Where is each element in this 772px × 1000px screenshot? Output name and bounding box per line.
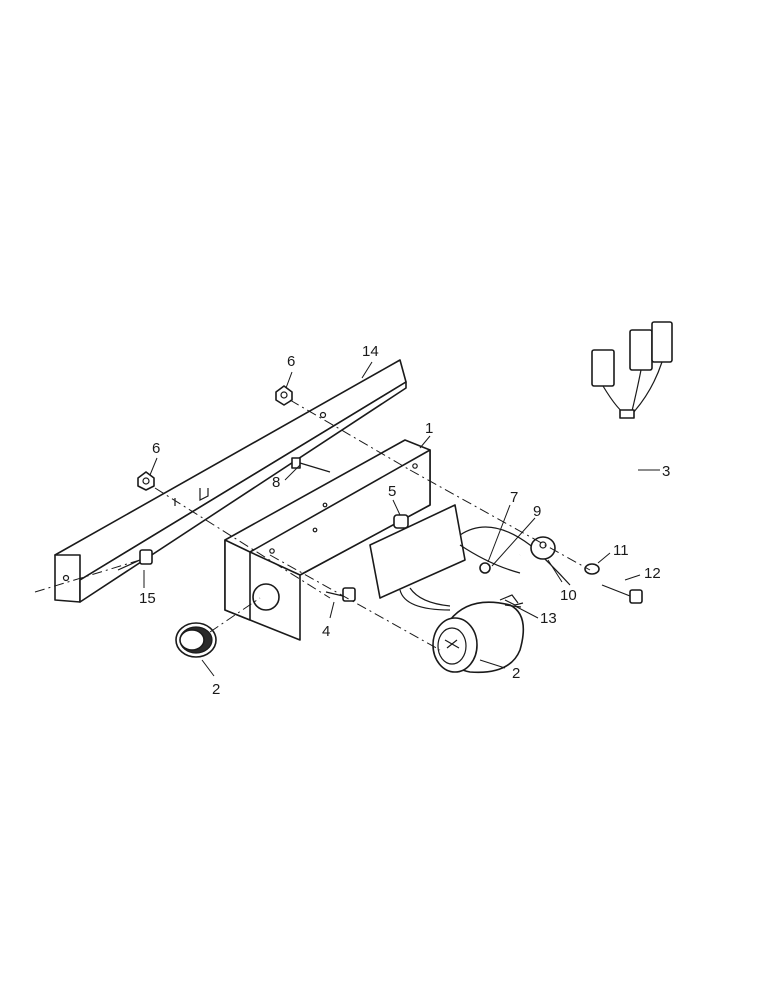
- callout-9: 9: [533, 503, 541, 520]
- ignition-switch-part-2: [432, 594, 525, 674]
- callout-3: 3: [662, 463, 670, 480]
- screw-part-15: [117, 549, 153, 571]
- switch-plate-part-7: [369, 504, 571, 611]
- cable-clamp-part-10: [530, 536, 556, 560]
- ring-nut-part-2: [175, 622, 217, 658]
- callout-15: 15: [139, 590, 156, 607]
- callout-14: 14: [362, 343, 379, 360]
- callout-10: 10: [560, 587, 577, 604]
- callout-labels: 1 2 2 3 4 5 6 6 7 8 9 10 11 12 13 14 15: [139, 343, 670, 698]
- nut-part-6-lower: [137, 471, 155, 491]
- callout-8: 8: [272, 474, 280, 491]
- callout-4: 4: [322, 623, 330, 640]
- callout-1: 1: [425, 420, 433, 437]
- callout-13: 13: [540, 610, 557, 627]
- callout-2-ring: 2: [212, 681, 220, 698]
- washer-part-11: [584, 563, 600, 575]
- wiring-harness-part-3: [518, 321, 673, 561]
- screw-part-8: [291, 457, 331, 473]
- callout-6-upper: 6: [287, 353, 295, 370]
- callout-11: 11: [613, 542, 629, 559]
- callout-5: 5: [388, 483, 396, 500]
- nut-part-6-upper: [275, 385, 293, 406]
- callout-2-switch: 2: [512, 665, 520, 682]
- callout-7: 7: [510, 489, 518, 506]
- leader-lines: [143, 361, 660, 677]
- callout-6-lower: 6: [152, 440, 160, 457]
- mounting-bracket-part-1: [224, 439, 431, 641]
- assembly-lines: [34, 399, 591, 651]
- callout-12: 12: [644, 565, 661, 582]
- angle-bar-part-14: [54, 359, 407, 603]
- terminal-part-13: [504, 599, 524, 606]
- nut-part-9: [479, 562, 491, 574]
- bolt-part-12: [601, 584, 643, 604]
